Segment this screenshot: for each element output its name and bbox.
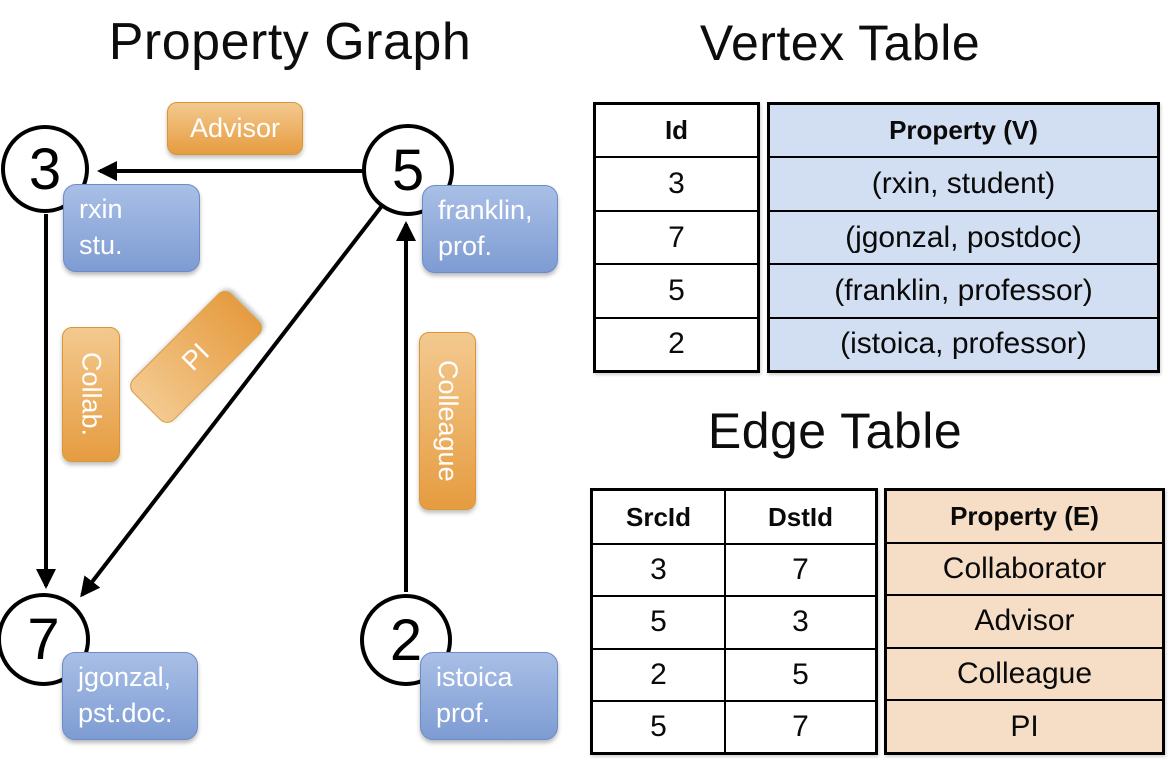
vertex-property-cell: (franklin, professor) [770,263,1157,316]
node-id-label: 2 [389,607,423,673]
edge-table-property-header: Property (E) [950,500,1099,531]
label-line: prof. [438,230,493,261]
label-line: jgonzal, [78,662,172,692]
edge-src-cell: 2 [593,647,724,700]
edge-table-srcid-header: SrcId [625,501,692,532]
graph-node-5: 5 [362,124,454,216]
vertex-table-id-header: Id [664,115,689,146]
vertex-property-cell: (rxin, student) [770,156,1157,209]
vertex-label-rxin: rxin stu. [63,184,200,272]
vertex-id-cell: 7 [596,209,757,263]
edge-table-dstid-header: DstId [724,491,875,544]
graph-edges-layer [36,161,416,598]
edge-table-src-dst-columns: SrcId DstId 3 7 5 3 2 5 5 7 [590,488,878,755]
edge-dst-cell: 7 [724,543,875,596]
node-id-label: 5 [391,137,425,203]
vertex-table-property-column: Property (V) (rxin, student) (jgonzal, p… [767,102,1160,373]
edge-dst-cell: 3 [724,595,875,648]
edge-label-advisor: Advisor [167,102,303,155]
vertex-property-cell: (istoica, professor) [770,316,1157,370]
label-line: istoica [436,662,513,692]
edge-src-cell: 5 [593,699,724,752]
vertex-table-property-header: Property (V) [889,115,1038,146]
arrow-5-to-7 [80,205,383,598]
edge-property-cell: Collaborator [887,541,1162,595]
vertex-property-cell: (jgonzal, postdoc) [770,209,1157,263]
label-line: pst.doc. [78,697,173,728]
edge-property-cell: Colleague [887,646,1162,700]
label-line: stu. [79,229,123,260]
edge-label-colleague: Colleague [419,332,476,510]
property-graph-title: Property Graph [108,13,472,71]
edge-label-collab: Collab. [62,327,120,462]
edge-property-cell: PI [887,699,1162,752]
label-line: prof. [436,697,491,728]
label-line: franklin, [438,195,533,225]
edge-src-cell: 5 [593,595,724,647]
edge-dst-cell: 5 [724,647,875,700]
edge-table-title: Edge Table [707,403,963,459]
node-id-label: 7 [27,607,60,672]
vertex-label-jgonzal: jgonzal, pst.doc. [62,652,198,740]
graph-node-2: 2 [360,594,452,686]
vertex-id-cell: 5 [596,263,757,316]
vertex-table-id-column: Id 3 7 5 2 [593,102,760,373]
edge-dst-cell: 7 [724,699,875,752]
edge-table-property-column: Property (E) Collaborator Advisor Collea… [884,488,1165,755]
vertex-id-cell: 2 [596,316,757,370]
label-line: rxin [79,194,123,224]
vertex-table-title: Vertex Table [699,15,981,71]
node-id-label: 3 [28,136,62,202]
edge-property-cell: Advisor [887,594,1162,647]
vertex-label-istoica: istoica prof. [420,652,558,740]
vertex-id-cell: 3 [596,156,757,209]
vertex-label-franklin: franklin, prof. [422,185,558,273]
edge-src-cell: 3 [593,543,724,595]
